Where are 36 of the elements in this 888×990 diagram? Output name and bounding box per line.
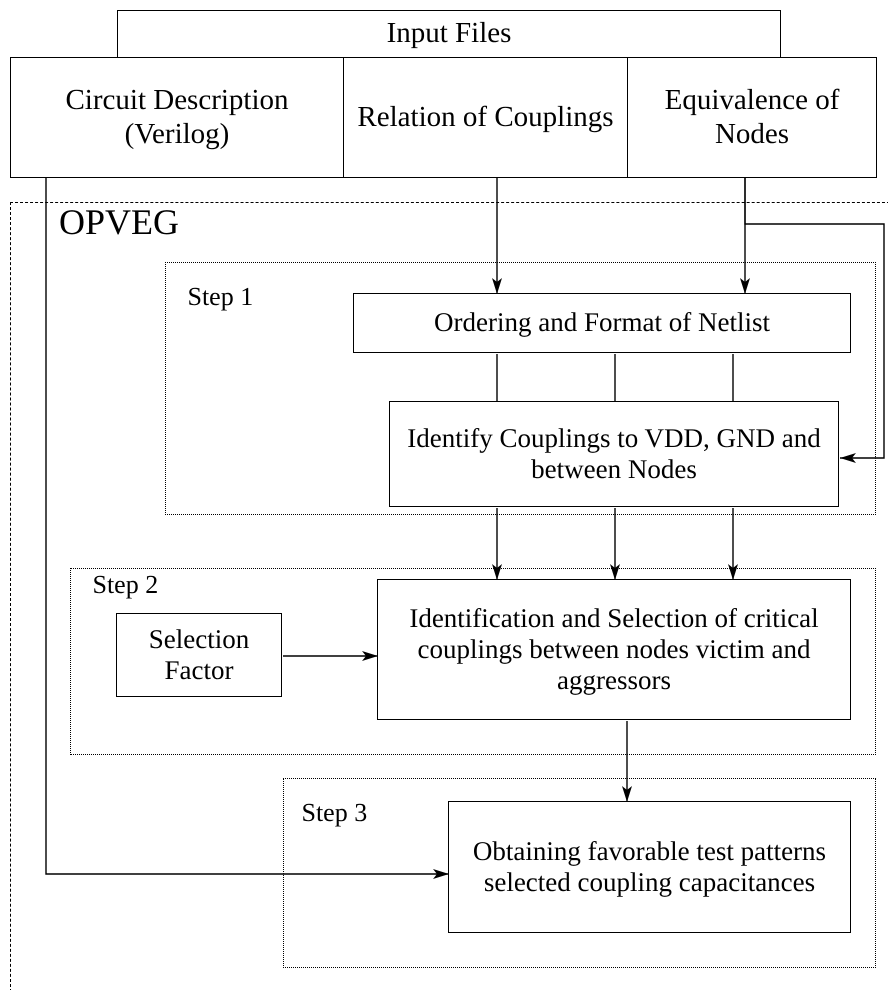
connector-line xyxy=(732,354,734,402)
arrow xyxy=(622,721,632,802)
arrow xyxy=(728,508,738,580)
step-region xyxy=(164,262,876,514)
box-label: Equivalence of Nodes xyxy=(664,84,840,151)
process-box xyxy=(377,579,851,720)
connector-line xyxy=(496,354,498,402)
box-label: Identify Couplings to VDD, GND and between Nodes xyxy=(406,422,822,486)
box-label: Identification and Selection of critical couplings between nodes victim and aggressors xyxy=(408,602,820,696)
region-title: OPVEG xyxy=(59,203,180,243)
box-label: Selection Factor xyxy=(148,624,250,686)
box-label: Circuit Description (Verilog) xyxy=(64,84,290,151)
arrow xyxy=(610,508,620,580)
step-region xyxy=(70,568,876,754)
process-box xyxy=(117,10,781,58)
process-box xyxy=(389,401,839,507)
process-box xyxy=(353,293,851,353)
arrow xyxy=(492,508,502,580)
arrow xyxy=(492,178,502,294)
region-title: Step 2 xyxy=(92,570,158,600)
box-label: Relation of Couplings xyxy=(357,100,614,134)
box-label: Obtaining favorable test patterns selected coupling capacitances xyxy=(472,836,828,898)
arrow xyxy=(45,178,449,879)
step-region xyxy=(10,202,888,990)
process-box xyxy=(448,801,851,933)
process-box xyxy=(627,57,877,178)
region-title: Step 3 xyxy=(302,798,368,828)
box-label: Ordering and Format of Netlist xyxy=(434,307,770,339)
region-title: Step 1 xyxy=(188,282,254,312)
step-region xyxy=(282,778,876,968)
process-box xyxy=(10,57,344,178)
connector-line xyxy=(614,354,616,402)
arrow xyxy=(744,178,885,463)
process-box xyxy=(116,613,282,697)
arrow xyxy=(283,651,378,661)
box-label: Input Files xyxy=(386,17,512,51)
